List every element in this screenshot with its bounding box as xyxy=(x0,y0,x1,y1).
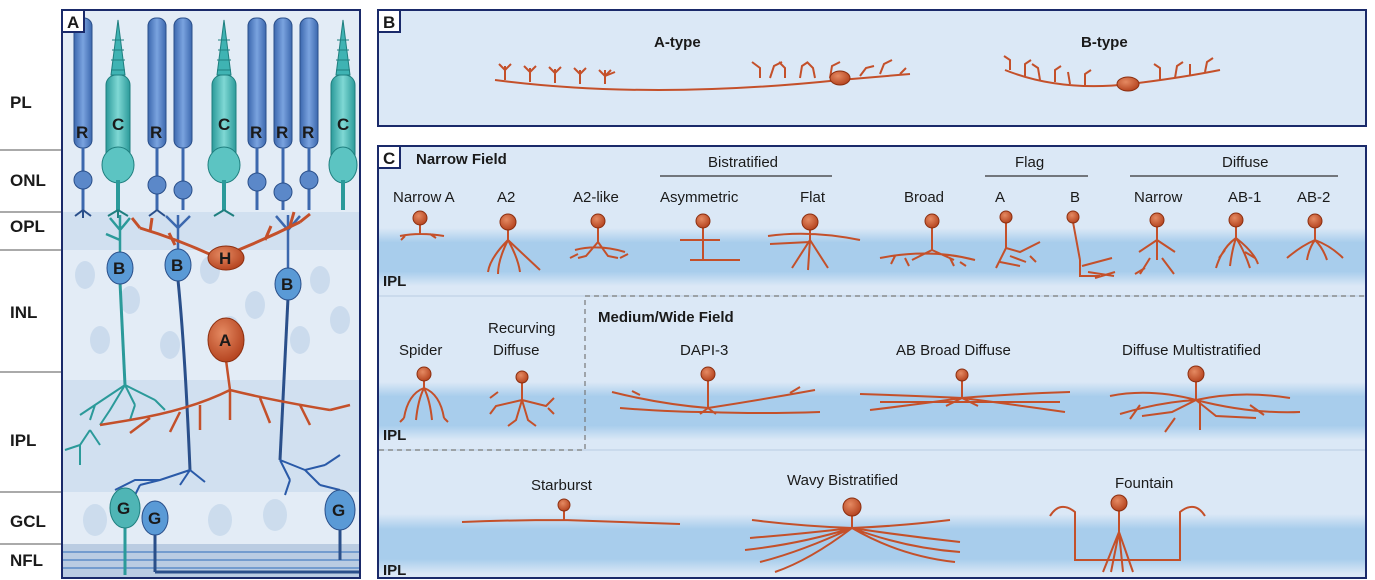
ipl-tag: IPL xyxy=(383,427,406,444)
layer-dividers xyxy=(0,149,62,545)
layer-label-pl: PL xyxy=(10,93,32,112)
rod-label: R xyxy=(250,123,262,142)
rod-bipolar-arbor xyxy=(114,454,341,496)
ipl-band xyxy=(379,382,1365,440)
panel-c-letter: C xyxy=(383,149,395,168)
cell-label-a2-like: A2-like xyxy=(573,189,619,206)
b-type-label: B-type xyxy=(1081,34,1128,51)
cone-cells xyxy=(101,19,358,218)
panel-b-letter: B xyxy=(383,13,395,32)
cell-label-wavy-bistratified: Wavy Bistratified xyxy=(787,472,898,489)
rod-cells xyxy=(73,17,319,218)
cell-label-asymmetric: Asymmetric xyxy=(660,189,739,206)
photoreceptor-labels: R C R C R R R C xyxy=(76,115,349,142)
layer-label-inl: INL xyxy=(10,303,37,322)
bipolar-label: B xyxy=(171,256,183,275)
panel-b: B A-type B-type xyxy=(377,9,1367,127)
dashed-divider xyxy=(379,295,1365,451)
ganglion-label: G xyxy=(148,509,161,528)
b-type-soma xyxy=(1116,76,1140,92)
a-type-label: A-type xyxy=(654,34,701,51)
cell-label-starburst: Starburst xyxy=(531,477,593,494)
ganglion-label: G xyxy=(117,499,130,518)
rod-cell xyxy=(73,17,93,218)
b-type-cell xyxy=(1003,55,1221,88)
ganglion-cells: G G G xyxy=(109,487,359,575)
cell-label-flat: Flat xyxy=(800,189,826,206)
ganglion-label: G xyxy=(332,501,345,520)
flag-header: Flag xyxy=(1015,154,1044,171)
horizontal-cell: H xyxy=(130,211,311,271)
rod-label: R xyxy=(302,123,314,142)
cone-bipolar-arbor xyxy=(64,384,166,465)
narrow-field-cells xyxy=(399,221,1344,279)
narrow-cell-labels: Narrow A A2 A2-like Asymmetric Flat Broa… xyxy=(393,189,1330,206)
panel-c: C Narrow Field Bistratified Flag Diffuse… xyxy=(377,145,1367,579)
ipl-band xyxy=(379,228,1365,286)
cell-label-flag-b: B xyxy=(1070,189,1080,206)
cell-label-ab-1: AB-1 xyxy=(1228,189,1261,206)
ipl-tag: IPL xyxy=(383,562,406,579)
amacrine-cell: A xyxy=(99,317,351,434)
cell-label-ab-broad-diffuse: AB Broad Diffuse xyxy=(896,342,1011,359)
bistratified-header: Bistratified xyxy=(708,154,778,171)
layer-label-opl: OPL xyxy=(10,217,45,236)
cone-label: C xyxy=(337,115,349,134)
narrow-field-somata xyxy=(412,210,1323,231)
ipl-band xyxy=(379,514,1365,574)
spider-recurving-cells xyxy=(399,378,555,427)
cell-label-diffuse-multistratified: Diffuse Multistratified xyxy=(1122,342,1261,359)
bipolar-label: B xyxy=(281,275,293,294)
cell-label-ab-2: AB-2 xyxy=(1297,189,1330,206)
rod-label: R xyxy=(150,123,162,142)
bipolar-label: B xyxy=(113,259,125,278)
amacrine-label: A xyxy=(219,331,231,350)
panel-a: R C R C R R R C B B B H xyxy=(61,9,361,579)
cell-label-narrow-a: Narrow A xyxy=(393,189,455,206)
medium-field-cells xyxy=(611,380,1301,433)
cell-label-a2: A2 xyxy=(497,189,515,206)
narrow-field-header: Narrow Field xyxy=(416,151,507,168)
rod-label: R xyxy=(276,123,288,142)
cell-label-spider: Spider xyxy=(399,342,442,359)
cell-label-flag-a: A xyxy=(995,189,1005,206)
medium-wide-field-header: Medium/Wide Field xyxy=(598,309,734,326)
cell-label-recurving-line2: Diffuse xyxy=(493,342,539,359)
ipl-tag: IPL xyxy=(383,273,406,290)
cone-label: C xyxy=(112,115,124,134)
rod-label: R xyxy=(76,123,88,142)
horizontal-label: H xyxy=(219,249,231,268)
panel-a-letter: A xyxy=(67,13,79,32)
layer-labels: PL ONL OPL INL IPL GCL NFL xyxy=(10,93,46,570)
cell-label-fountain: Fountain xyxy=(1115,475,1173,492)
diffuse-header: Diffuse xyxy=(1222,154,1268,171)
cone-label: C xyxy=(218,115,230,134)
a-type-cell xyxy=(494,59,911,91)
layer-label-ipl: IPL xyxy=(10,431,36,450)
layer-label-onl: ONL xyxy=(10,171,46,190)
layer-label-gcl: GCL xyxy=(10,512,46,531)
cell-label-dapi-3: DAPI-3 xyxy=(680,342,728,359)
cell-label-diffuse-narrow: Narrow xyxy=(1134,189,1183,206)
cell-label-broad: Broad xyxy=(904,189,944,206)
a-type-soma xyxy=(829,70,851,86)
cell-label-recurving-line1: Recurving xyxy=(488,320,556,337)
bipolar-cells: B B B xyxy=(105,215,302,471)
layer-label-nfl: NFL xyxy=(10,551,43,570)
